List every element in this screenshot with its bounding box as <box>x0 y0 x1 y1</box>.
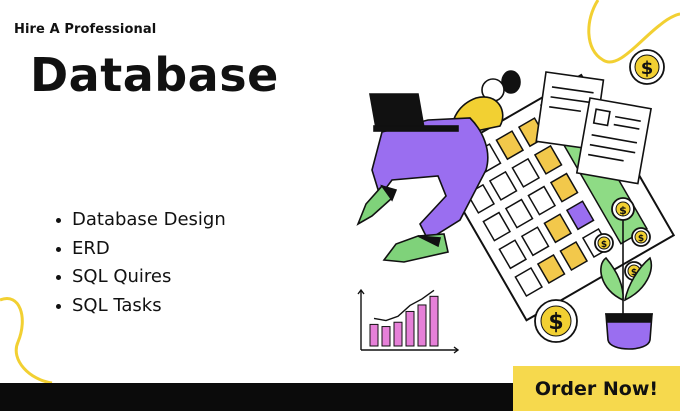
chart-trend-line <box>373 289 435 322</box>
yellow-squiggle-top <box>587 0 680 64</box>
chart-bar <box>381 326 391 347</box>
chart-bar <box>405 310 415 347</box>
coin-symbol: $ <box>619 204 627 217</box>
document-icon <box>535 71 652 185</box>
service-item: ERD <box>56 235 226 264</box>
coin-symbol: $ <box>631 268 637 278</box>
service-item: SQL Tasks <box>56 292 226 321</box>
chart-bar <box>429 295 439 347</box>
page-title: Database <box>30 48 279 102</box>
kicker-text: Hire A Professional <box>14 22 157 37</box>
service-item: Database Design <box>56 206 226 235</box>
services-list: Database Design ERD SQL Quires SQL Tasks <box>56 206 226 320</box>
plant-icon <box>600 220 654 350</box>
chart-bar <box>369 323 379 347</box>
chart-bar <box>393 321 403 347</box>
coin-symbol: $ <box>641 58 654 79</box>
person-illustration <box>356 70 521 263</box>
coin-symbol: $ <box>601 240 607 250</box>
growth-chart <box>357 288 460 354</box>
order-now-label: Order Now! <box>534 377 659 400</box>
coin-symbol: $ <box>638 234 644 244</box>
coin-symbol: $ <box>548 310 563 335</box>
yellow-squiggle-left <box>0 297 53 385</box>
chart-bar <box>417 304 427 347</box>
order-now-button[interactable]: Order Now! <box>513 366 680 411</box>
service-item: SQL Quires <box>56 263 226 292</box>
laptop-icon <box>369 93 459 132</box>
